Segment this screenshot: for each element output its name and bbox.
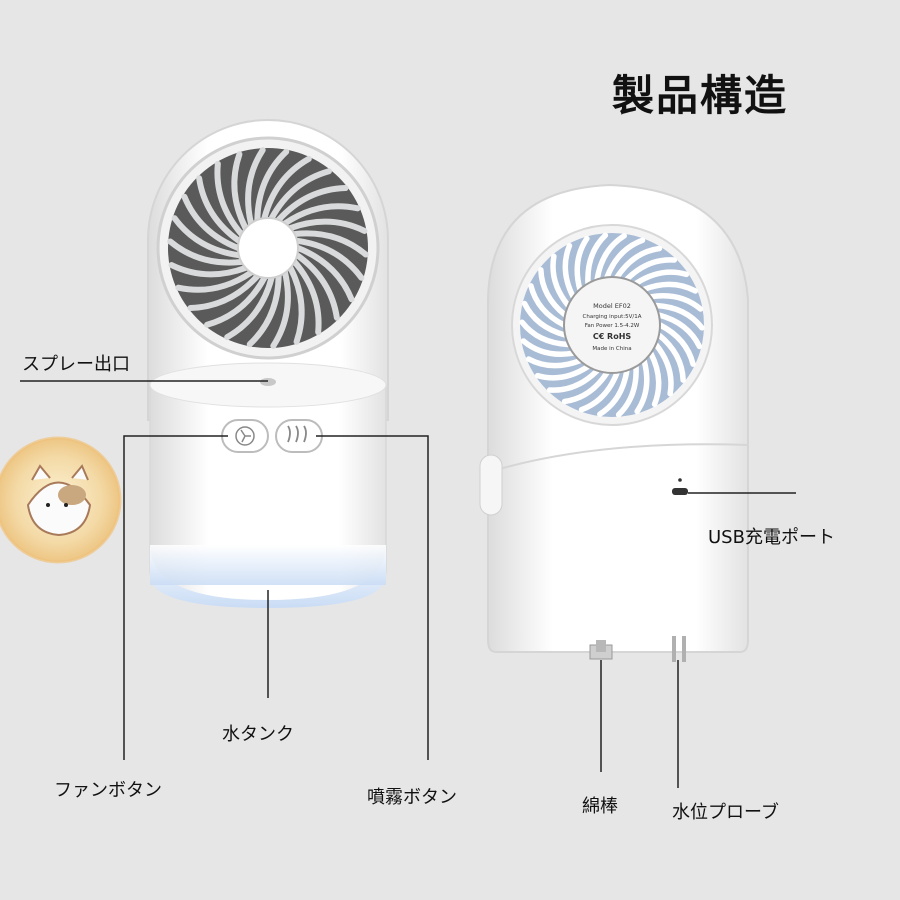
sticker-power: Fan Power 1.5-4.2W [585,323,640,329]
fan-blade [167,238,245,266]
fan-blade [546,367,600,393]
fan-blade [585,232,609,287]
fan-blade [653,341,674,397]
front-fan-blades [167,147,369,349]
sticker-origin: Made in China [592,346,631,352]
fan-blade [214,160,245,238]
label-water-tank: 水タンク [222,724,294,745]
fan-blade [254,148,290,223]
fan-blade [187,273,261,311]
fan-blade [295,245,355,303]
back-fan-unit [479,183,749,662]
fan-blade [175,269,254,293]
label-water-probe: 水位プローブ [672,802,779,823]
fan-blade [538,267,568,318]
fan-blade [657,322,696,367]
fan-blade [615,363,639,418]
leader-lines [20,380,796,788]
fan-blade [291,230,369,258]
fan-blade [171,215,242,259]
cat-badge-icon [0,436,122,564]
label-fan-button: ファンボタン [54,780,162,801]
usb-port-icon [672,488,688,495]
fan-blade [270,269,291,349]
fan-blade [204,274,268,328]
front-fan-unit [147,119,389,608]
fan-blade [181,193,241,251]
fan-blade [245,147,266,227]
label-usb-port: USB充電ポート [708,527,835,548]
fan-blade [525,356,583,369]
fan-blade [656,312,703,350]
fan-blade [246,273,282,348]
fan-blade [633,269,690,287]
fan-blade [561,369,610,405]
fan-blade [520,338,576,357]
sticker-marks: C€ RoHS [593,332,632,341]
fan-blade [291,258,322,336]
fan-blade [521,300,568,338]
fan-blade [653,302,705,331]
fan-blade [294,237,365,281]
fan-blade [282,203,361,227]
fan-blade [268,168,332,222]
fan-blade [287,264,305,345]
fan-blade [648,293,704,312]
fan-blade [574,235,590,293]
fan-blade [656,332,686,383]
fan-blade [196,175,242,244]
fan-blade [550,253,571,309]
fan-blade [648,350,662,408]
fan-blade [519,319,571,348]
fan-blade [578,369,620,413]
fan-blade [634,357,650,415]
fan-blade [641,281,699,294]
fan-blade [224,274,275,341]
fan-blade [614,245,663,281]
water-probe [672,636,686,662]
fan-blade [168,262,249,278]
cotton-stick [589,640,613,660]
fan-button[interactable] [221,419,269,453]
fan-blade [562,242,576,300]
label-cotton-stick: 綿棒 [582,796,618,817]
fan-blade [624,257,678,283]
fan-blade [594,233,627,283]
fan-spec-sticker: Model EF02 Charging input:5V/1A Fan Powe… [583,302,642,352]
page-title: 製品構造 [612,71,789,120]
fan-blade [261,155,312,222]
label-mist-button: 噴霧ボタン [367,787,457,808]
fan-blade [597,367,630,417]
fan-blade [275,185,349,223]
fan-blade [287,218,368,234]
fan-blade [604,237,646,281]
fan-blade [231,151,249,232]
mist-button[interactable] [275,419,323,453]
sticker-input: Charging input:5V/1A [583,314,642,320]
back-fan-blades [519,232,705,418]
label-spray-outlet: スプレー出口 [22,354,130,375]
sticker-model: Model EF02 [593,302,631,310]
fan-blade [528,283,567,328]
fan-blade [294,252,340,321]
fan-blade [534,363,591,381]
